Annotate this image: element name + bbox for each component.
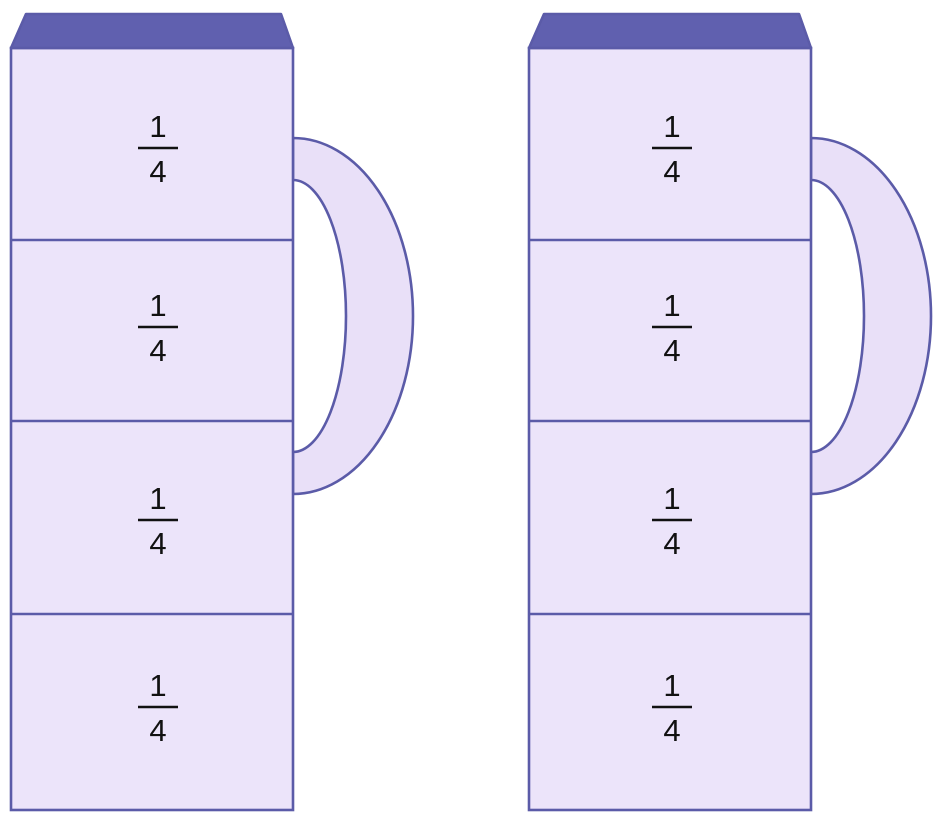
- mug-right: 1 4 1 4 1 4 1 4: [527, 12, 933, 812]
- mug-right-section-1-numerator: 1: [663, 109, 680, 144]
- mug-right-lid: [527, 12, 813, 50]
- mug-left-section-2-numerator: 1: [149, 288, 166, 323]
- mug-left-section-3-numerator: 1: [149, 481, 166, 516]
- mug-left-lid: [9, 12, 295, 50]
- mug-left-section-2-fraction: 1 4: [138, 288, 178, 368]
- mug-left-section-1-numerator: 1: [149, 109, 166, 144]
- mug-right-section-1-denominator: 4: [663, 154, 680, 189]
- mug-right-section-2-numerator: 1: [663, 288, 680, 323]
- mug-left-handle: [291, 136, 415, 496]
- mug-right-handle: [809, 136, 933, 496]
- mug-right-section-3-numerator: 1: [663, 481, 680, 516]
- mug-right-section-2-denominator: 4: [663, 333, 680, 368]
- mug-left: 1 4 1 4 1 4 1 4: [9, 12, 415, 812]
- mug-left-section-3-denominator: 4: [149, 526, 166, 561]
- mug-right-section-3-denominator: 4: [663, 526, 680, 561]
- mug-left-section-1-denominator: 4: [149, 154, 166, 189]
- mug-right-section-4-denominator: 4: [663, 713, 680, 748]
- mug-right-body: [527, 46, 813, 812]
- mug-right-section-3-fraction: 1 4: [652, 481, 692, 561]
- mug-right-section-1-fraction: 1 4: [652, 109, 692, 189]
- mug-left-section-1-fraction: 1 4: [138, 109, 178, 189]
- mug-left-section-2-denominator: 4: [149, 333, 166, 368]
- mug-left-section-4-numerator: 1: [149, 668, 166, 703]
- mug-left-body: [9, 46, 295, 812]
- mug-right-section-4-numerator: 1: [663, 668, 680, 703]
- mug-left-section-3-fraction: 1 4: [138, 481, 178, 561]
- mug-right-section-4-fraction: 1 4: [652, 668, 692, 748]
- mug-right-section-2-fraction: 1 4: [652, 288, 692, 368]
- mug-left-section-4-fraction: 1 4: [138, 668, 178, 748]
- mug-left-section-4-denominator: 4: [149, 713, 166, 748]
